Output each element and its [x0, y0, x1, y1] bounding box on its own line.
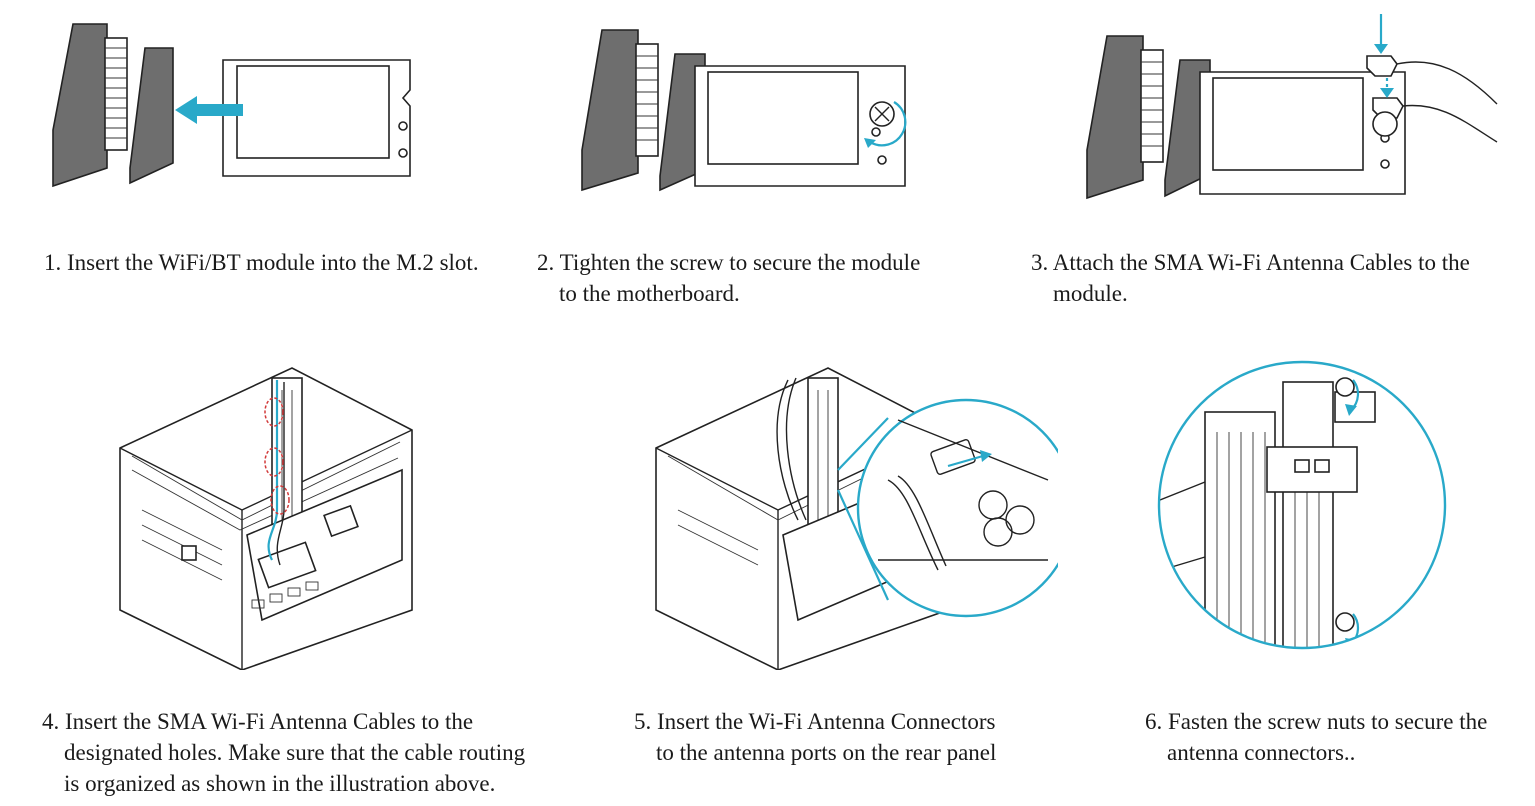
step-5-illustration: [648, 360, 1058, 670]
step-3-illustration: [1085, 12, 1505, 202]
step-5-caption: 5. Insert the Wi-Fi Antenna Connectors t…: [634, 706, 996, 768]
screw-nut-icon: [1335, 612, 1355, 632]
slot-pins: [104, 37, 128, 151]
pcie-bracket: [1282, 381, 1334, 648]
step-4-number: 4.: [42, 709, 60, 734]
step-3-text-line-1: Attach the SMA Wi-Fi Antenna Cables to t…: [1052, 250, 1470, 275]
step-5-text-line-2: to the antenna ports on the rear panel: [656, 740, 997, 765]
zoom-callout-circle: [856, 398, 1058, 618]
cable-clip-marker: [264, 397, 284, 427]
step-6-number: 6.: [1145, 709, 1163, 734]
antenna-connector-icon: [1366, 55, 1398, 77]
step-3-number: 3.: [1031, 250, 1049, 275]
step-6-illustration: [1155, 352, 1465, 662]
step-2-number: 2.: [537, 250, 555, 275]
cable-clip-marker: [270, 485, 290, 515]
step-6-text-line-2: antenna connectors..: [1167, 740, 1356, 765]
step-1-number: 1.: [44, 250, 62, 275]
m2-slot-front: [129, 47, 174, 185]
bracket-plate: [1266, 446, 1358, 493]
step-6-text-line-1: Fasten the screw nuts to secure the: [1168, 709, 1488, 734]
screw-nut-icon: [1335, 377, 1355, 397]
m2-slot-back: [1086, 35, 1144, 200]
motherboard: [246, 468, 403, 622]
m2-slot-back: [581, 29, 639, 192]
step-6-caption: 6. Fasten the screw nuts to secure the a…: [1145, 706, 1487, 768]
down-arrow-icon: [1374, 44, 1388, 54]
step-5-text-line-1: Insert the Wi-Fi Antenna Connectors: [657, 709, 996, 734]
step-1-caption: 1. Insert the WiFi/BT module into the M.…: [44, 247, 479, 278]
insert-arrow-icon: [175, 96, 243, 124]
step-4-text-line-3: is organized as shown in the illustratio…: [64, 771, 496, 796]
step-4-text-line-1: Insert the SMA Wi-Fi Antenna Cables to t…: [65, 709, 474, 734]
insert-arrow-icon: [980, 450, 992, 462]
step-2-illustration: [580, 28, 920, 198]
step-5-number: 5.: [634, 709, 652, 734]
step-1-illustration: [45, 18, 425, 193]
cable-clip-marker: [264, 447, 284, 477]
antenna-cable: [267, 380, 279, 561]
step-4-caption: 4. Insert the SMA Wi-Fi Antenna Cables t…: [42, 706, 525, 799]
chassis-outline: [119, 367, 413, 670]
step-4-text-line-2: designated holes. Make sure that the cab…: [64, 740, 526, 765]
step-4-illustration: [112, 360, 422, 670]
rear-panel-plate: [1204, 411, 1276, 648]
step-3-text-line-2: module.: [1053, 281, 1128, 306]
down-arrow-icon: [1380, 88, 1394, 98]
vent-grid: [181, 545, 197, 561]
step-1-text-line-1: Insert the WiFi/BT module into the M.2 s…: [67, 250, 479, 275]
m2-slot-back: [52, 23, 108, 188]
rotate-arrow-icon: [869, 101, 907, 147]
step-2-text-line-1: Tighten the screw to secure the module: [559, 250, 921, 275]
step-2-caption: 2. Tighten the screw to secure the modul…: [537, 247, 920, 309]
step-3-caption: 3. Attach the SMA Wi-Fi Antenna Cables t…: [1031, 247, 1470, 309]
step-2-text-line-2: to the motherboard.: [559, 281, 740, 306]
